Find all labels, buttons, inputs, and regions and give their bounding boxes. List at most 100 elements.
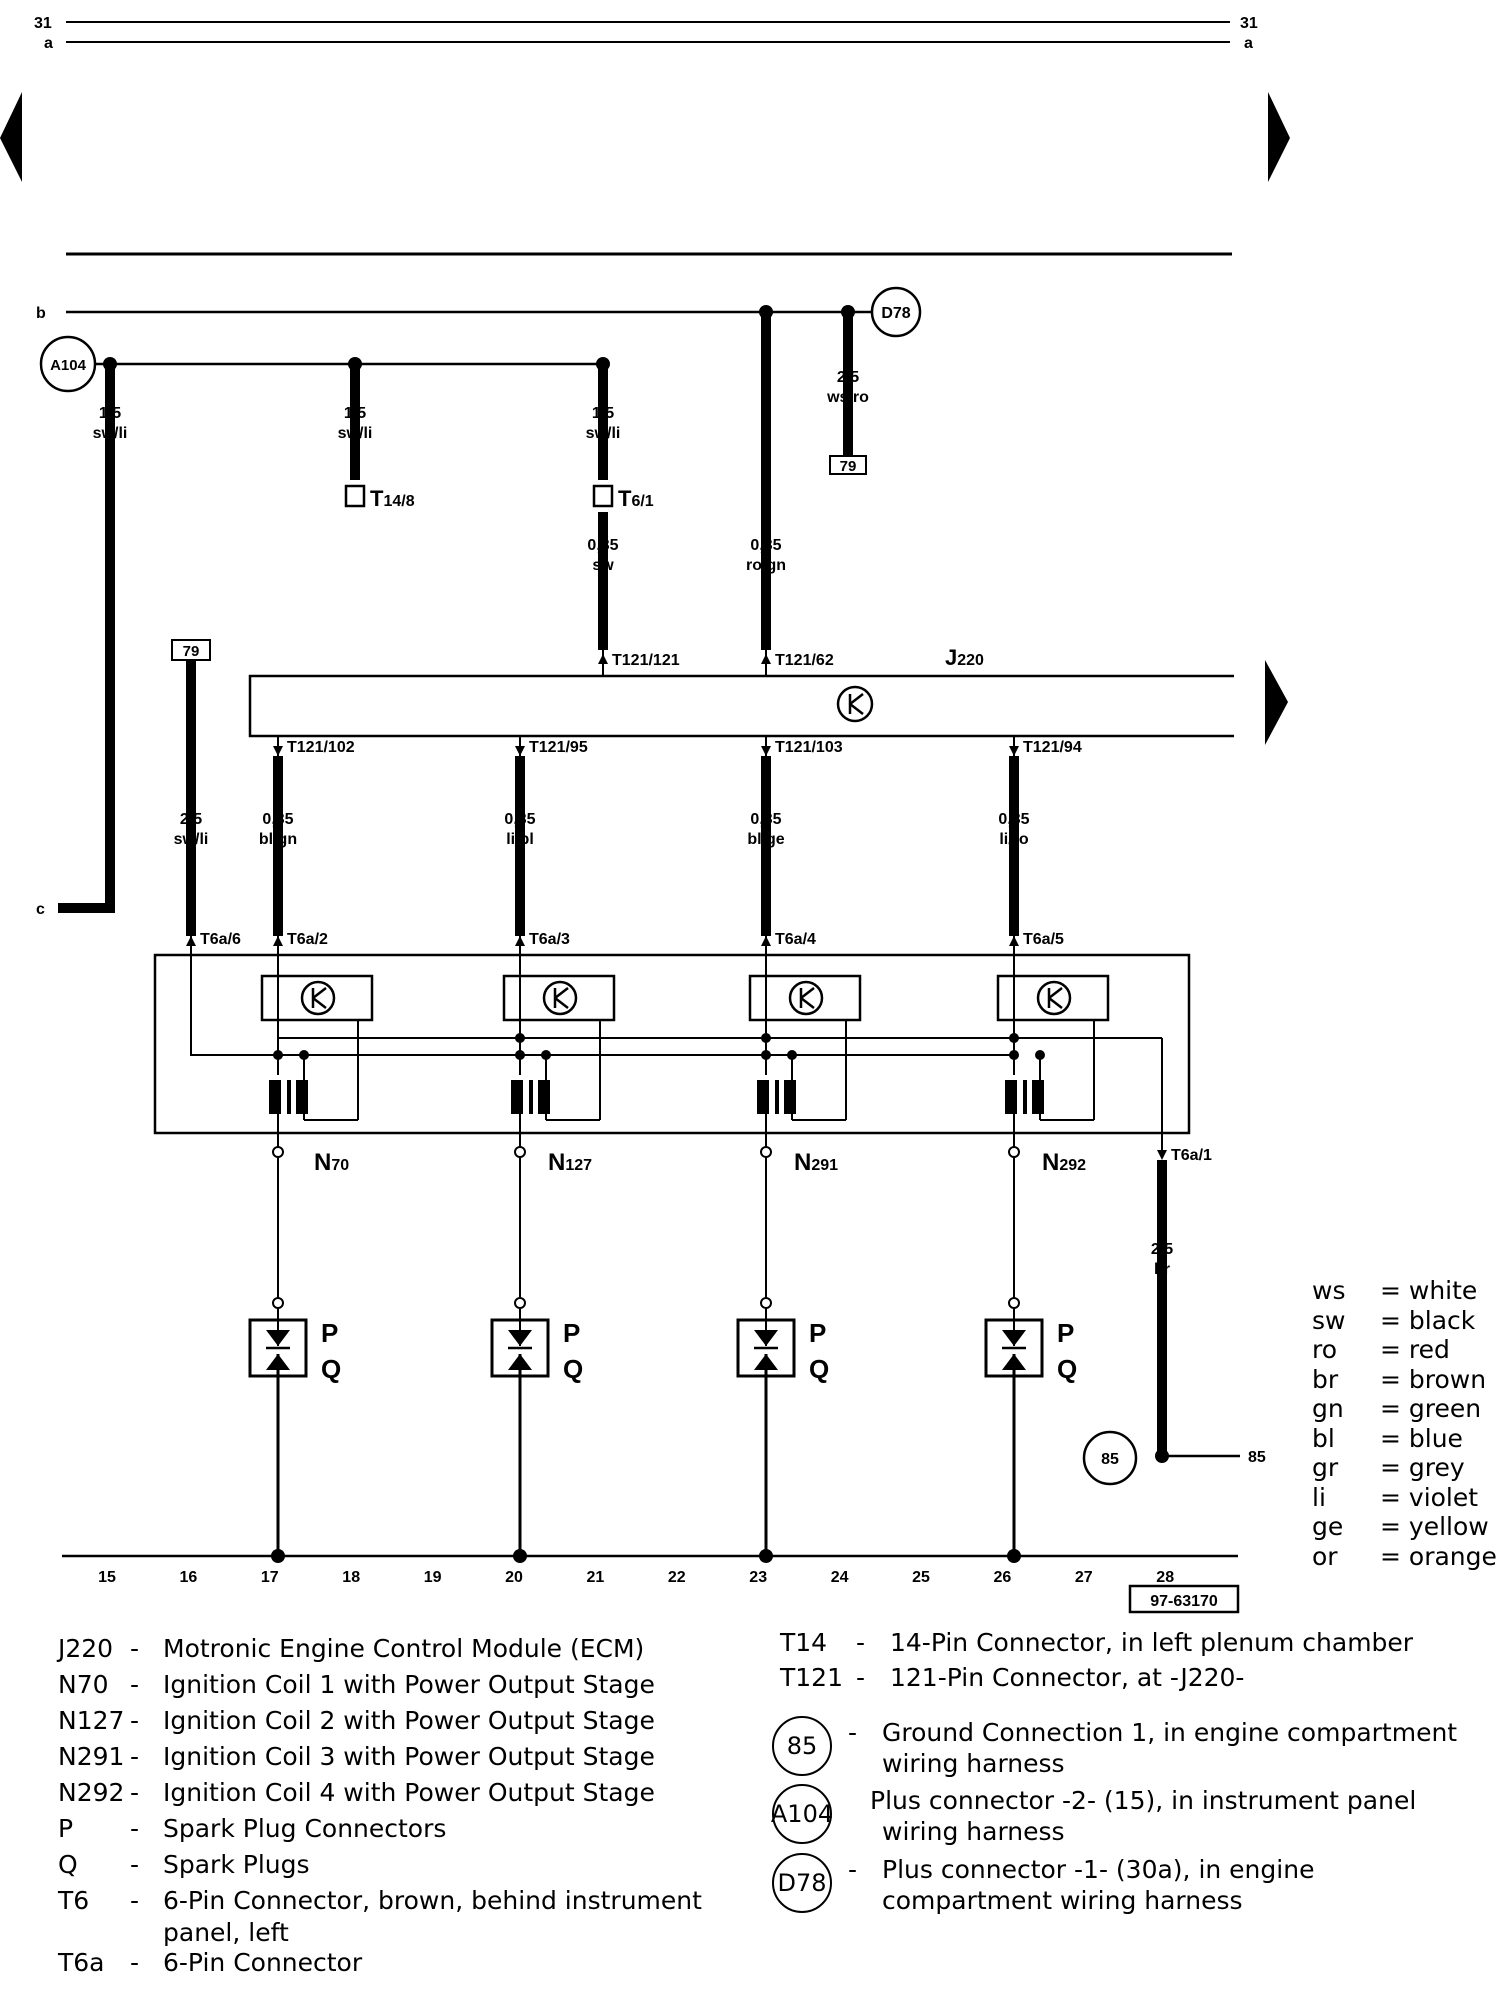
ground-strip-number: 20 xyxy=(505,1569,523,1586)
legend-dash: - xyxy=(130,1886,140,1915)
coil-label: N70 xyxy=(314,1149,349,1176)
rail-a-left-label: a xyxy=(44,35,53,52)
legend-code: T121 xyxy=(780,1663,843,1692)
legend-desc: Motronic Engine Control Module (ECM) xyxy=(163,1634,645,1663)
color-name: = orange xyxy=(1380,1541,1497,1571)
color-name: = black xyxy=(1380,1305,1476,1335)
pin-label: T121/121 xyxy=(612,652,680,669)
legend-desc: Plus connector -1- (30a), in engine xyxy=(882,1855,1315,1884)
legend-dash: - xyxy=(130,1814,140,1843)
wire-size: 0,35 xyxy=(504,811,535,828)
coil-channel-1: T121/102 0,35 bl/gn T6a/2 N70 P Q xyxy=(248,736,374,1563)
pin-label: T6a/3 xyxy=(529,931,570,948)
color-abbr: gr xyxy=(1312,1453,1339,1482)
plug-q-label: Q xyxy=(321,1354,341,1384)
wire-color: li/bl xyxy=(506,831,534,848)
legend-dash: - xyxy=(130,1948,140,1977)
plug-p-label: P xyxy=(563,1318,580,1348)
legend-desc-line2: wiring harness xyxy=(882,1817,1065,1846)
c-label: c xyxy=(36,901,45,918)
connector-t6-1-icon xyxy=(592,484,614,508)
wire-size: 0,35 xyxy=(750,811,781,828)
color-name: = violet xyxy=(1380,1482,1479,1512)
legend-code: N292 xyxy=(58,1778,125,1807)
a104-label: A104 xyxy=(50,357,87,374)
color-abbr: bl xyxy=(1312,1423,1335,1453)
color-abbr: li xyxy=(1312,1482,1326,1512)
connector-t14-8-icon xyxy=(344,484,366,508)
ref-79-label: 79 xyxy=(840,458,857,475)
plug-q-label: Q xyxy=(563,1354,583,1384)
legend-desc: Ground Connection 1, in engine compartme… xyxy=(882,1718,1458,1747)
ground-strip-number: 23 xyxy=(749,1569,767,1586)
wire-size: 1,5 xyxy=(99,405,121,422)
ground-strip-number: 21 xyxy=(587,1569,605,1586)
color-abbr: br xyxy=(1312,1364,1339,1394)
legend-code: P xyxy=(58,1814,74,1843)
ground-strip-number: 16 xyxy=(180,1569,198,1586)
connector-ring-icon: 85 xyxy=(772,1716,832,1776)
color-abbr: ws xyxy=(1312,1276,1346,1305)
legend-desc: 6-Pin Connector, brown, behind instrumen… xyxy=(163,1886,702,1915)
legend-dash: - xyxy=(130,1742,140,1771)
plug-q-label: Q xyxy=(809,1354,829,1384)
wire-size: 2,5 xyxy=(180,811,202,828)
ref-79-box xyxy=(829,455,867,475)
pin-t6-1: T6/1 xyxy=(618,486,654,511)
color-name: = yellow xyxy=(1380,1512,1489,1541)
rail-a-right-label: a xyxy=(1244,35,1253,52)
color-name: = grey xyxy=(1380,1453,1465,1482)
wire-color: sw/li xyxy=(338,425,373,442)
legend-ground-row: 85-Ground Connection 1, in engine compar… xyxy=(772,1716,1472,1782)
coil-channel-4: T121/94 0,35 li/ro T6a/5 N292 P Q xyxy=(984,736,1110,1563)
pin-t14-8: T14/8 xyxy=(370,486,415,511)
legend-desc: 14-Pin Connector, in left plenum chamber xyxy=(890,1628,1414,1657)
legend-code: T14 xyxy=(780,1628,828,1657)
legend-dash: - xyxy=(130,1778,140,1807)
wire-size: 0,35 xyxy=(998,811,1029,828)
coil-channel-2: T121/95 0,35 li/bl T6a/3 N127 P Q xyxy=(490,736,616,1563)
wire-color: sw/li xyxy=(93,425,128,442)
pin-label: T6a/4 xyxy=(775,931,816,948)
pin-label: T121/94 xyxy=(1023,739,1082,756)
legend-code: T6a xyxy=(58,1948,105,1977)
wire-color: ws/ro xyxy=(826,389,869,406)
legend-dash: - xyxy=(848,1855,858,1884)
ground-strip-number: 24 xyxy=(831,1569,849,1586)
prev-page-arrow[interactable] xyxy=(0,92,22,182)
color-abbr: or xyxy=(1312,1541,1338,1571)
legend-code: N291 xyxy=(58,1742,125,1771)
ground-85-symbol xyxy=(1082,1430,1138,1486)
rail-31 xyxy=(66,21,1230,43)
wire-size: 2,5 xyxy=(1151,1241,1173,1258)
legend-desc: Spark Plugs xyxy=(163,1850,310,1879)
ground-strip-number: 19 xyxy=(424,1569,442,1586)
color-name: = red xyxy=(1380,1335,1450,1364)
legend-desc: Spark Plug Connectors xyxy=(163,1814,447,1843)
wire-color: sw xyxy=(592,557,614,574)
continue-arrow[interactable] xyxy=(1265,660,1288,745)
wire-color: bl/ge xyxy=(747,831,784,848)
legend-desc-line2: compartment wiring harness xyxy=(882,1886,1243,1915)
j220-label: J220 xyxy=(945,645,984,670)
color-name: = green xyxy=(1380,1394,1482,1423)
pin-label: T6a/2 xyxy=(287,931,328,948)
rail-31-right-label: 31 xyxy=(1240,15,1258,32)
j220-module xyxy=(248,674,1234,738)
legend-code: N127 xyxy=(58,1706,125,1735)
diagram-id: 97-63170 xyxy=(1150,1593,1218,1610)
wire-size: 0,35 xyxy=(587,537,618,554)
legend-desc: 121-Pin Connector, at -J220- xyxy=(890,1663,1245,1692)
pin-label: T121/103 xyxy=(775,739,843,756)
ground-strip-number: 28 xyxy=(1156,1569,1174,1586)
b-label: b xyxy=(36,305,46,322)
legend-desc: Plus connector -2- (15), in instrument p… xyxy=(870,1786,1417,1815)
next-page-arrow[interactable] xyxy=(1268,92,1290,182)
connector-ring-icon: D78 xyxy=(772,1853,832,1913)
legend-dash: - xyxy=(130,1634,140,1663)
color-abbr: ro xyxy=(1312,1335,1338,1364)
ground-strip-number: 27 xyxy=(1075,1569,1093,1586)
legend-dash: - xyxy=(130,1706,140,1735)
